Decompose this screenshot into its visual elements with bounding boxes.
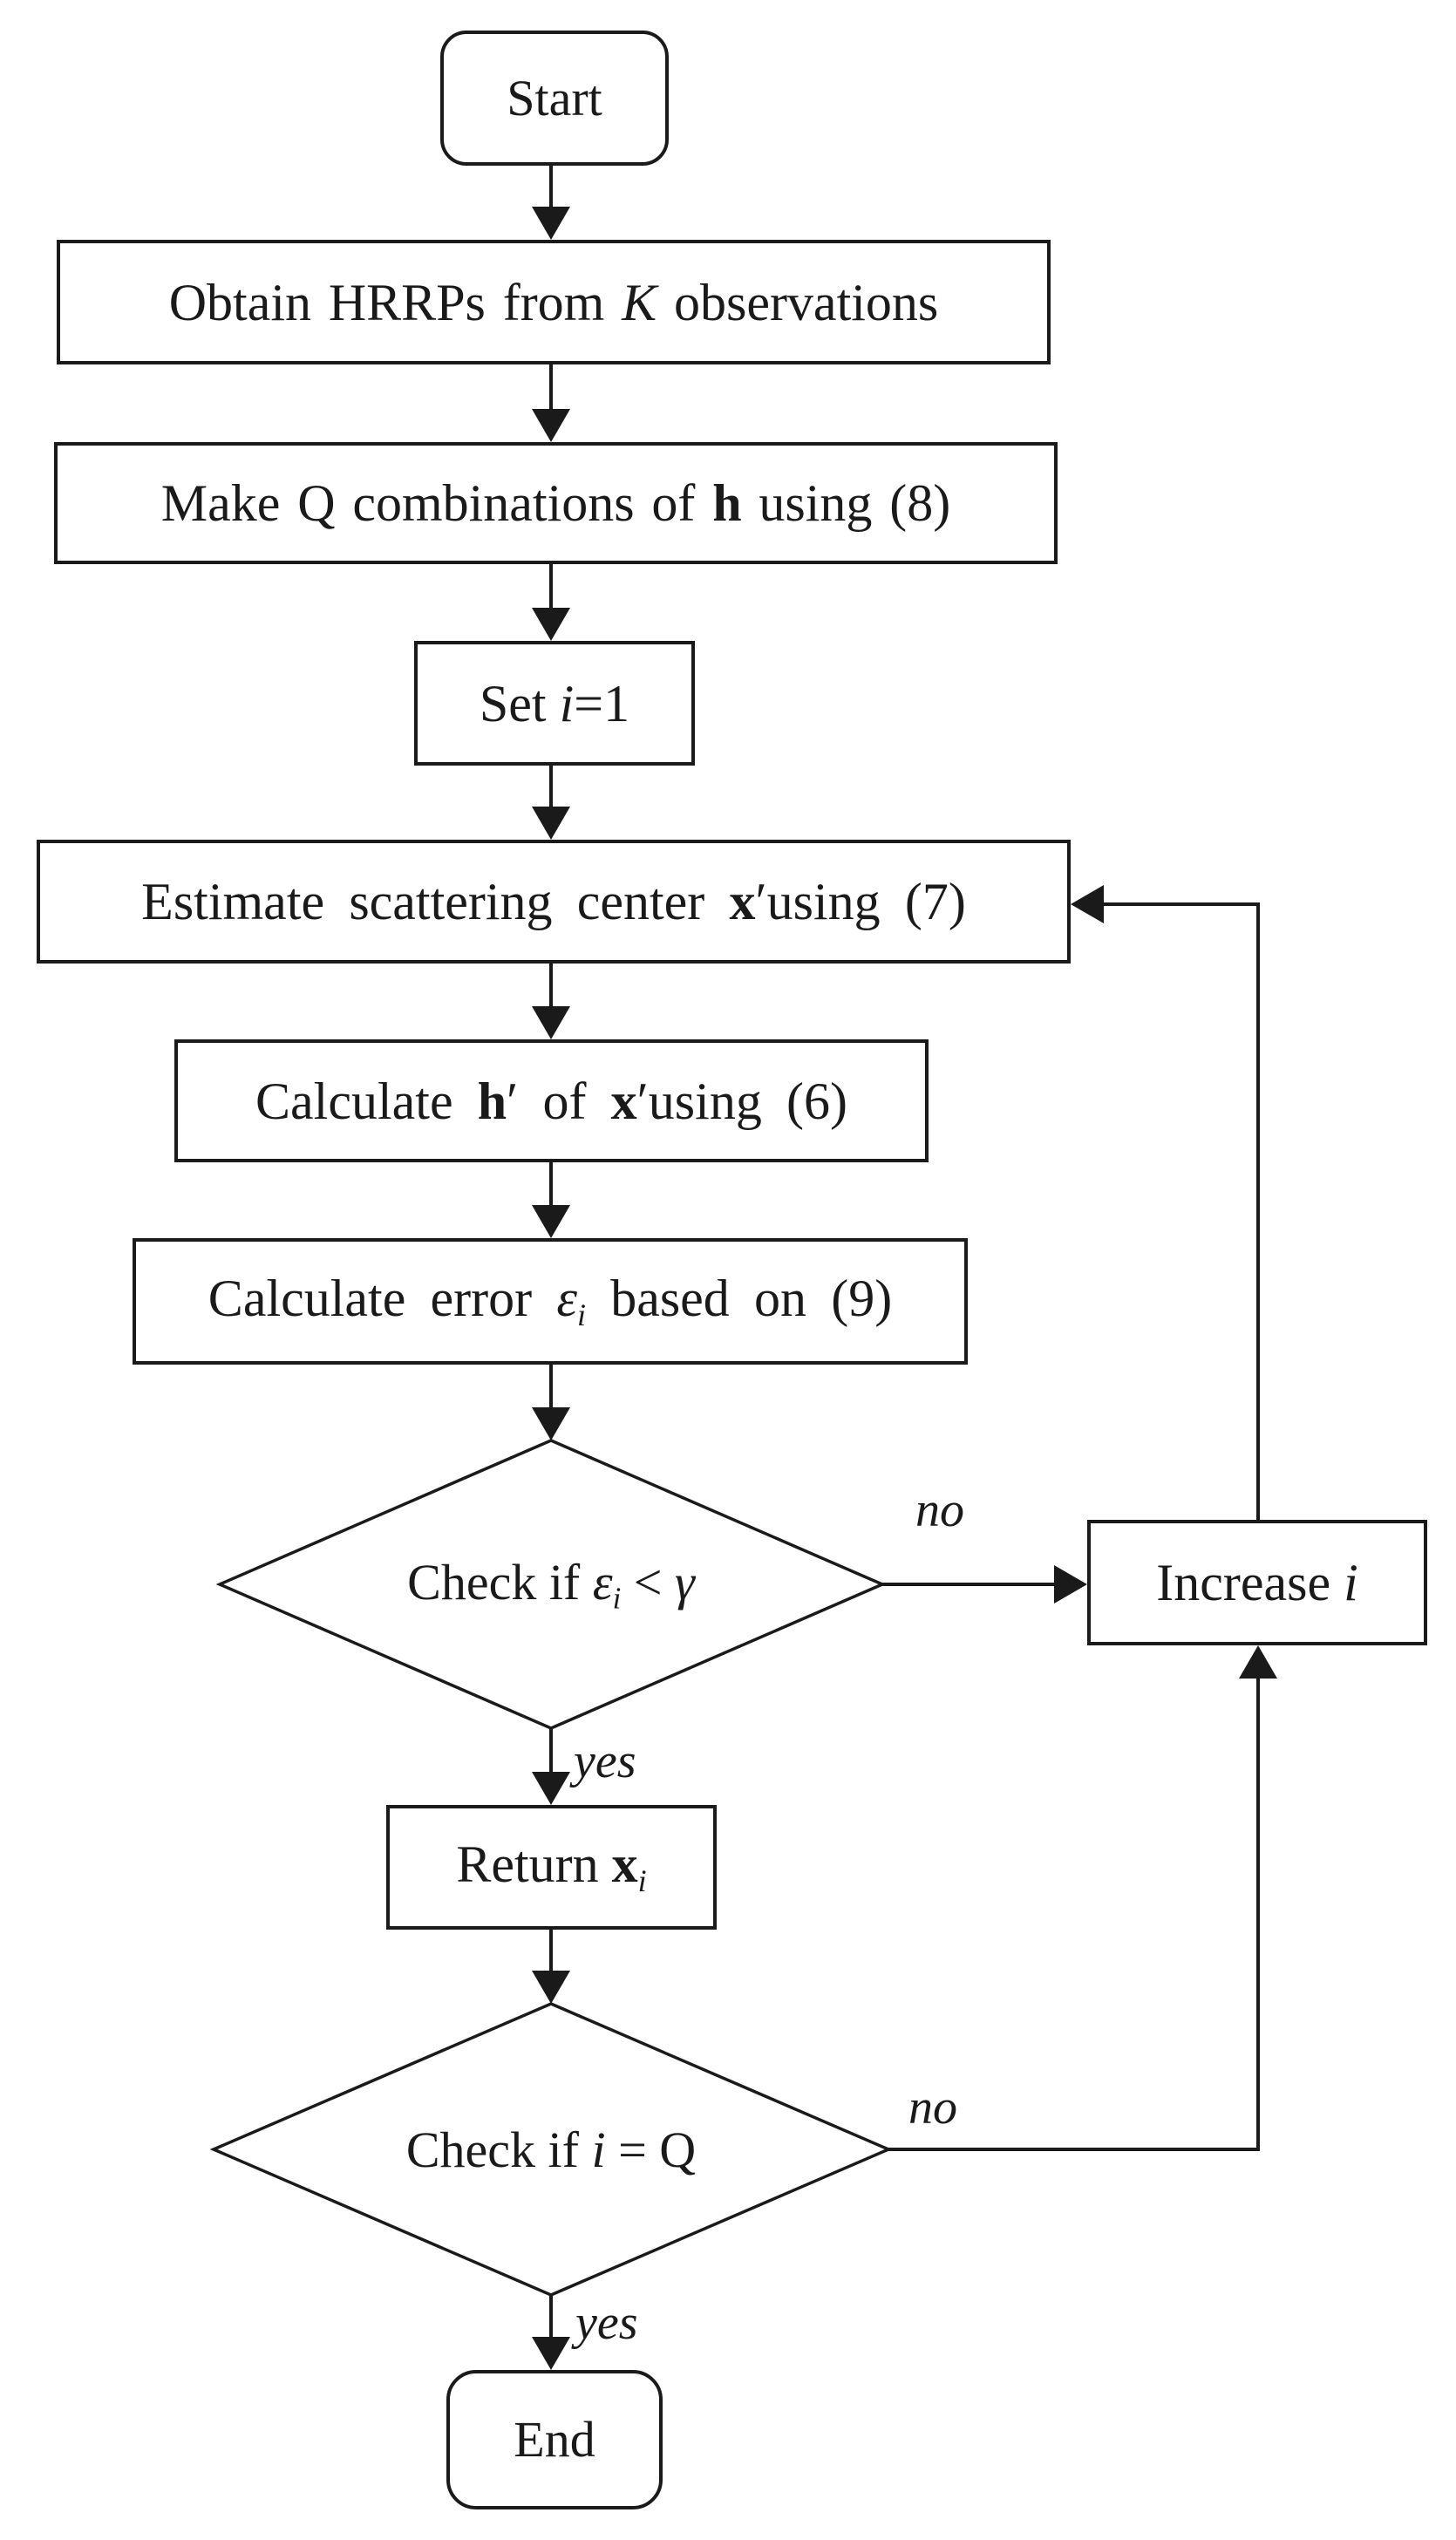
node-obtain-label: Obtain HRRPs from K observations	[168, 273, 939, 331]
node-start: Start	[440, 31, 669, 166]
connector-increase-estimate	[1099, 902, 1260, 1520]
decision-epsilon-label: Check if εi < γ	[289, 1532, 813, 1637]
node-make-combinations: Make Q combinations of h using (8)	[54, 442, 1058, 564]
node-return-x: Return xi	[386, 1805, 717, 1930]
node-return-x-label: Return xi	[456, 1835, 647, 1899]
arrowhead-down-icon	[532, 1971, 570, 2004]
node-end-label: End	[514, 2411, 595, 2468]
node-increase-i: Increase i	[1087, 1520, 1427, 1645]
arrowhead-down-icon	[532, 1772, 570, 1805]
edge-label-yes-2: yes	[575, 2296, 638, 2350]
arrowhead-down-icon	[532, 608, 570, 641]
arrowhead-down-icon	[532, 1205, 570, 1238]
edge-label-no-2: no	[908, 2080, 957, 2135]
node-calculate-h-label: Calculate h′ of x′using (6)	[255, 1072, 847, 1130]
node-set-i-label: Set i=1	[479, 674, 630, 732]
arrowhead-right-icon	[1054, 1565, 1087, 1604]
arrowhead-down-icon	[532, 207, 570, 240]
node-calculate-h: Calculate h′ of x′using (6)	[174, 1039, 929, 1162]
node-end: End	[446, 2370, 663, 2509]
node-set-i: Set i=1	[414, 641, 695, 766]
decision-diamond-epsilon	[215, 1439, 887, 1730]
node-obtain-hrrps: Obtain HRRPs from K observations	[57, 240, 1051, 364]
edge-label-no-1: no	[915, 1483, 964, 1537]
arrowhead-down-icon	[532, 1006, 570, 1039]
decision-iq-text: Check if i = Q	[405, 2121, 697, 2178]
node-estimate-label: Estimate scattering center x′using (7)	[141, 873, 966, 930]
decision-iq-label: Check if i = Q	[289, 2097, 813, 2202]
connector-check2-increase	[888, 1673, 1260, 2151]
node-make-label: Make Q combinations of h using (8)	[160, 474, 951, 532]
node-calculate-error-label: Calculate error εi based on (9)	[208, 1270, 893, 1333]
arrowhead-left-icon	[1071, 885, 1104, 923]
edge-label-yes-1: yes	[574, 1734, 636, 1788]
decision-diamond-iq	[209, 2002, 893, 2297]
arrowhead-down-icon	[532, 409, 570, 442]
node-estimate-center: Estimate scattering center x′using (7)	[37, 840, 1071, 964]
arrowhead-down-icon	[532, 2337, 570, 2370]
arrowhead-down-icon	[532, 807, 570, 840]
decision-epsilon-text: Check if εi < γ	[407, 1553, 695, 1616]
node-calculate-error: Calculate error εi based on (9)	[133, 1238, 968, 1365]
arrowhead-down-icon	[532, 1407, 570, 1440]
node-start-label: Start	[507, 69, 602, 126]
node-increase-i-label: Increase i	[1156, 1554, 1358, 1611]
arrowhead-up-icon	[1239, 1645, 1277, 1679]
